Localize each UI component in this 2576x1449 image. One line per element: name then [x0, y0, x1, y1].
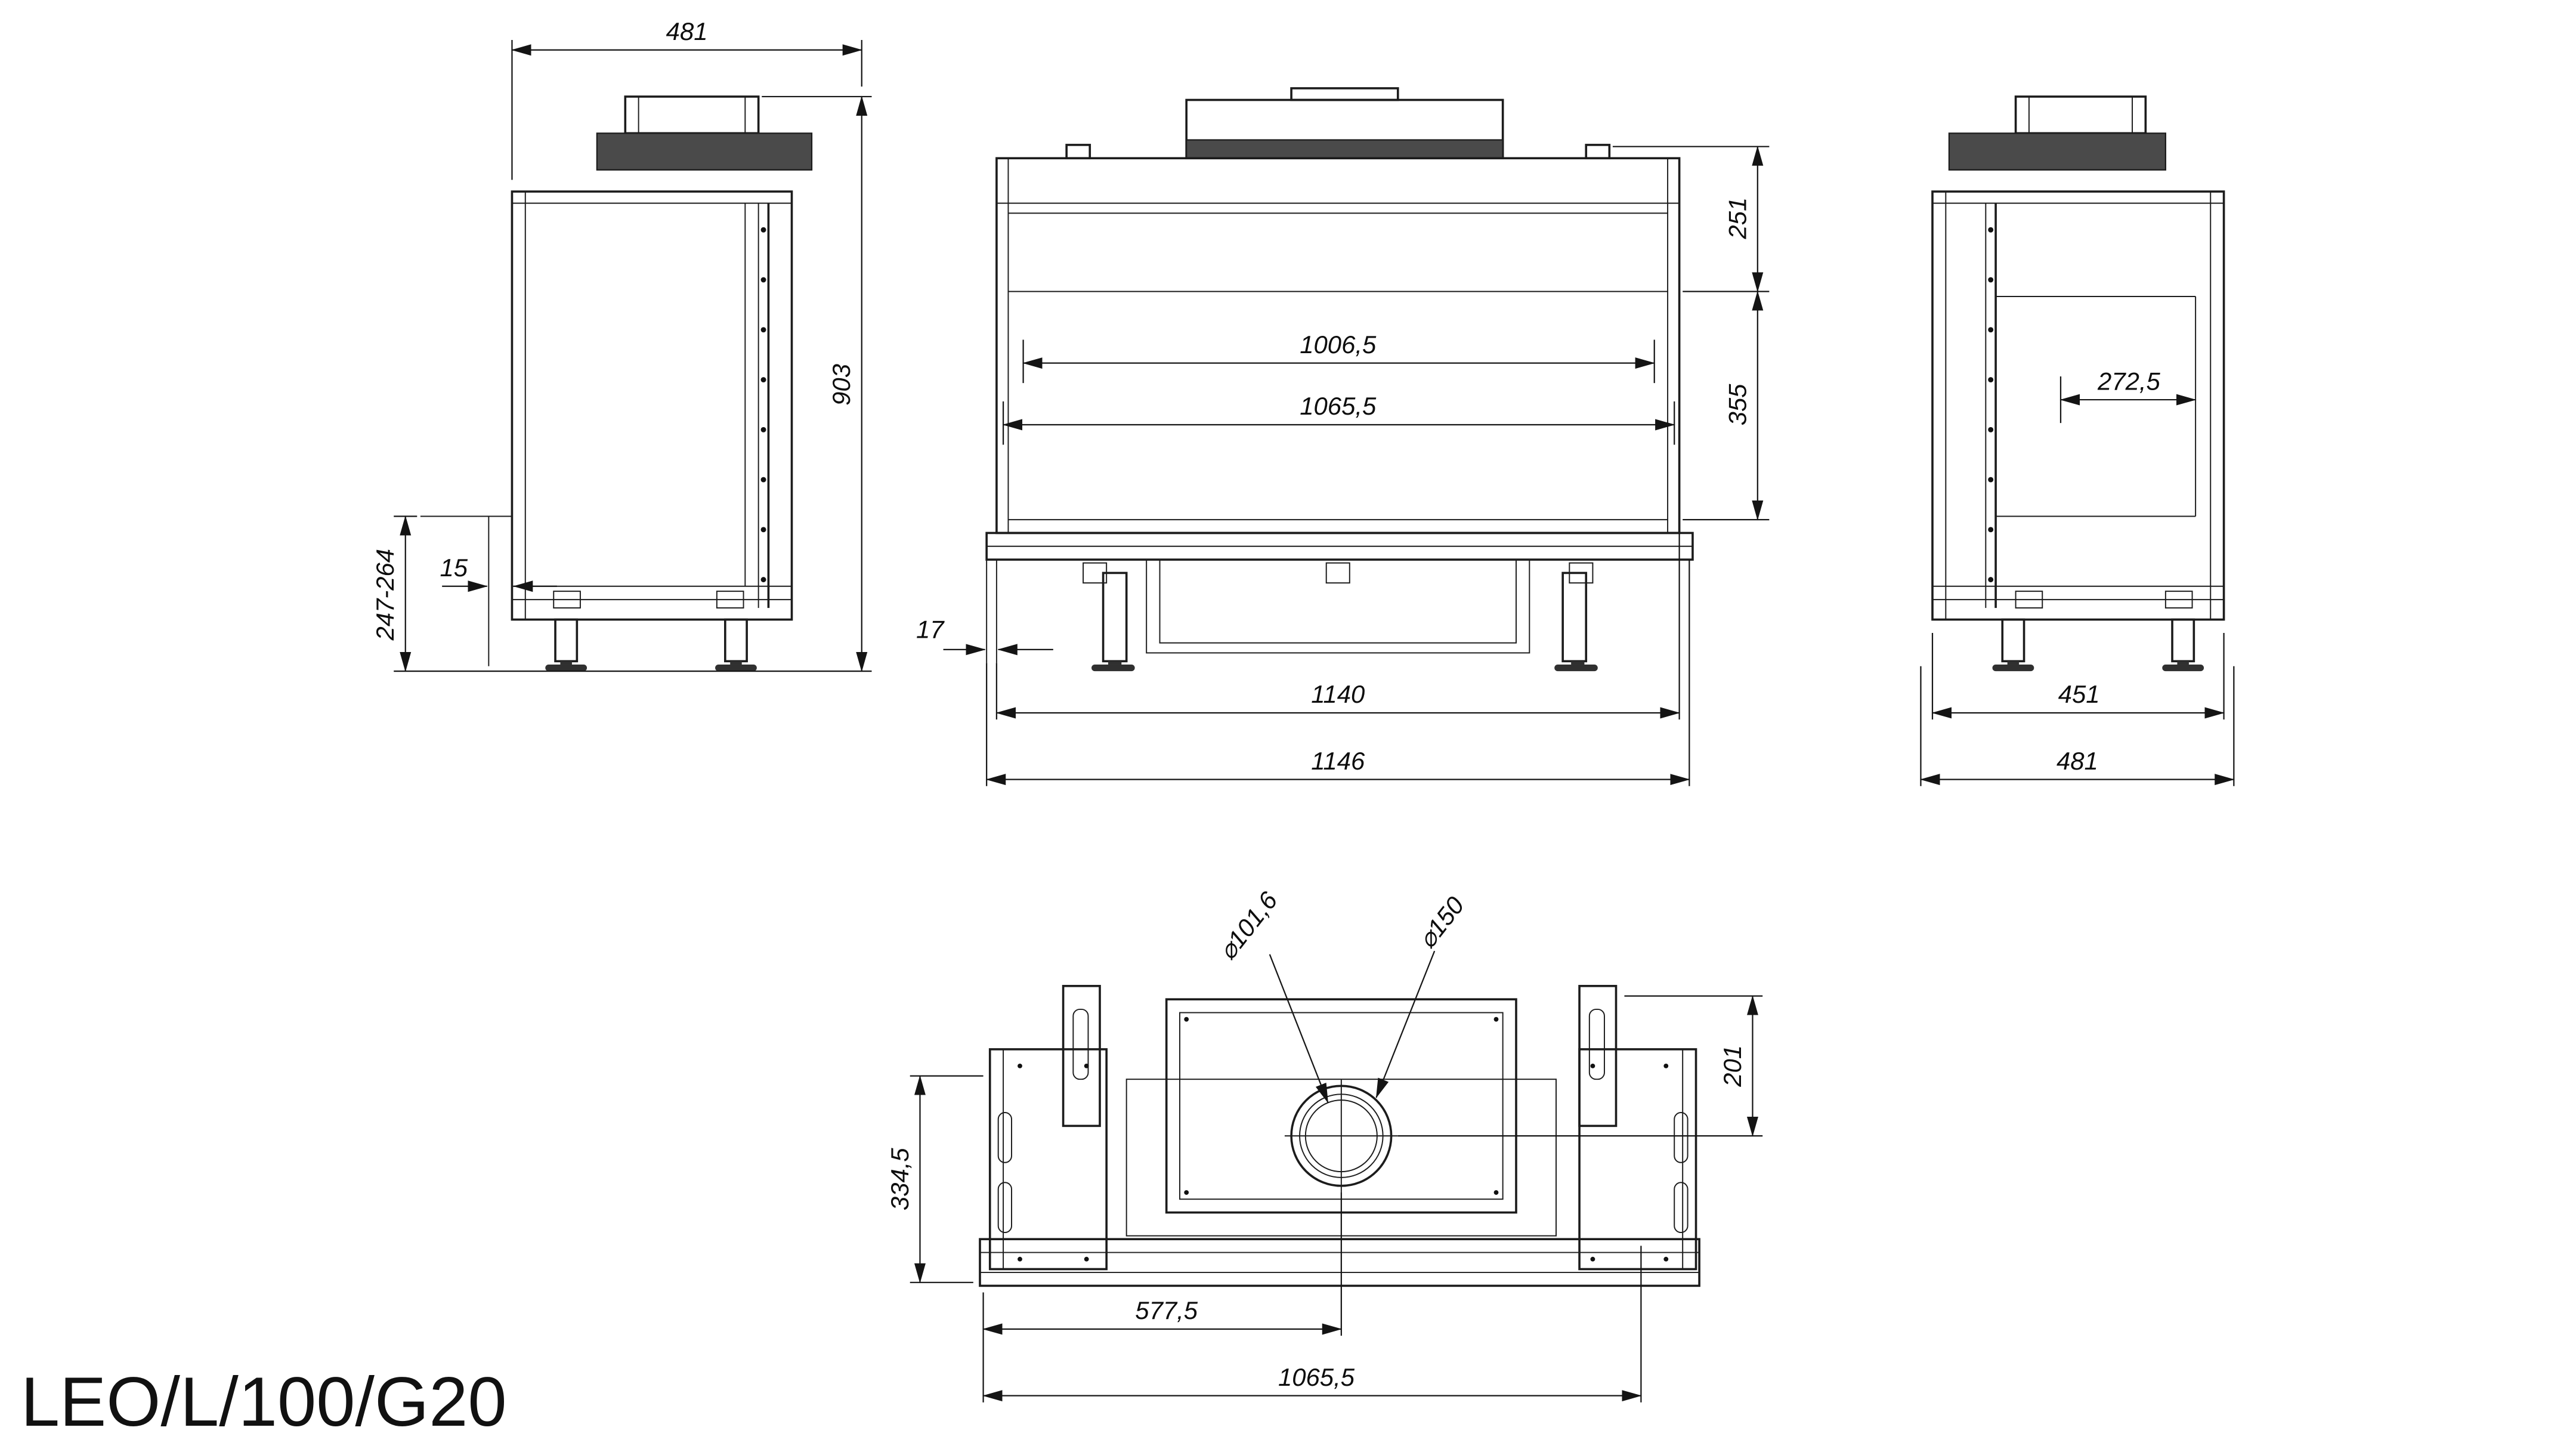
- dim-right-body-depth-label: 451: [2058, 680, 2100, 708]
- standoff-left: [1062, 985, 1101, 1127]
- front-view: 1006,5 1065,5 251 355 17 1140 1146: [916, 87, 1770, 786]
- dim-top-glass-width-label: 1065,5: [1278, 1363, 1355, 1391]
- dim-front-glass-width-label: 1065,5: [1300, 392, 1377, 420]
- top-view: ⌀101,6 ⌀150 201 334,5 577,5 1065,5: [886, 886, 1763, 1402]
- dim-front-opening-width-label: 1006,5: [1300, 330, 1377, 359]
- dim-front-top-section-label: 251: [1723, 197, 1751, 240]
- flue-stub: [2014, 95, 2147, 135]
- leg: [1102, 571, 1128, 663]
- foot: [1992, 664, 2034, 672]
- dim-flue-inner-dia-label: ⌀101,6: [1213, 886, 1283, 965]
- dim-top-flue-offset-x-label: 577,5: [1135, 1296, 1198, 1324]
- flue-stub: [624, 95, 760, 135]
- dim-left-floor-clearance-label: 247-264: [371, 549, 399, 641]
- hood: [1948, 132, 2166, 171]
- right-plate: [1578, 1048, 1697, 1271]
- leg: [1561, 571, 1588, 663]
- drawing-title: LEO/L/100/G20: [21, 1363, 507, 1441]
- standoff-right: [1578, 985, 1618, 1127]
- dim-left-height-label: 903: [827, 364, 855, 406]
- hood: [596, 132, 813, 171]
- foot: [715, 664, 757, 672]
- leg: [724, 618, 748, 663]
- dim-flue-outer-dia-label: ⌀150: [1412, 891, 1470, 953]
- side-view-left: 481 903 247-264 15: [371, 17, 872, 672]
- foot: [545, 664, 587, 672]
- dim-top-base-depth-label: 334,5: [886, 1148, 914, 1210]
- dim-left-wall-gap-label: 15: [440, 554, 468, 582]
- side-view-right: 272,5 451 481: [1920, 95, 2235, 786]
- dim-right-interior-depth-label: 272,5: [2097, 367, 2160, 395]
- dim-top-flue-offset-y-label: 201: [1718, 1045, 1746, 1087]
- dim-front-body-width-label: 1140: [1311, 680, 1365, 708]
- dim-front-opening-height-label: 355: [1723, 384, 1751, 426]
- body-outline: [511, 190, 793, 621]
- dim-front-edge-offset-label: 17: [916, 615, 945, 643]
- leg: [2001, 618, 2025, 663]
- dim-left-depth-label: 481: [666, 17, 708, 45]
- dim-right-overall-depth-label: 481: [2057, 747, 2098, 775]
- left-plate: [988, 1048, 1108, 1271]
- front-band: [979, 1238, 1700, 1287]
- dim-front-overall-width-label: 1146: [1311, 747, 1365, 775]
- chimney-band: [1186, 139, 1504, 159]
- foot: [2162, 664, 2204, 672]
- leg: [554, 618, 579, 663]
- body-outline: [1931, 190, 2225, 621]
- foot: [1554, 664, 1598, 672]
- leg: [2171, 618, 2195, 663]
- foot: [1091, 664, 1135, 672]
